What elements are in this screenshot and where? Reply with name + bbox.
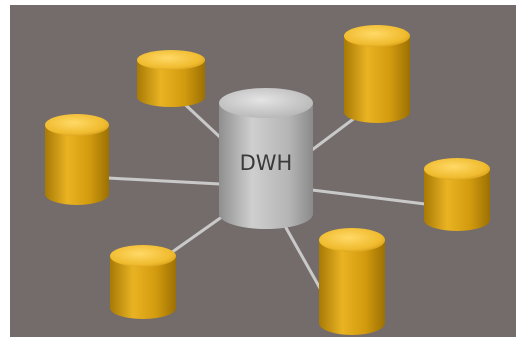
database-bottom-right xyxy=(319,228,385,335)
database-right xyxy=(424,158,490,231)
database-top-left xyxy=(137,50,205,107)
hub-label: DWH xyxy=(240,151,293,175)
database-hub-dwh: DWH xyxy=(219,88,313,229)
connector-bottom-left xyxy=(166,212,228,257)
connector-bottom-right xyxy=(283,224,323,292)
database-bottom-left xyxy=(110,245,176,319)
database-left xyxy=(45,114,109,205)
connector-right xyxy=(310,188,427,206)
connector-left xyxy=(106,176,222,186)
database-top-right xyxy=(344,25,410,123)
